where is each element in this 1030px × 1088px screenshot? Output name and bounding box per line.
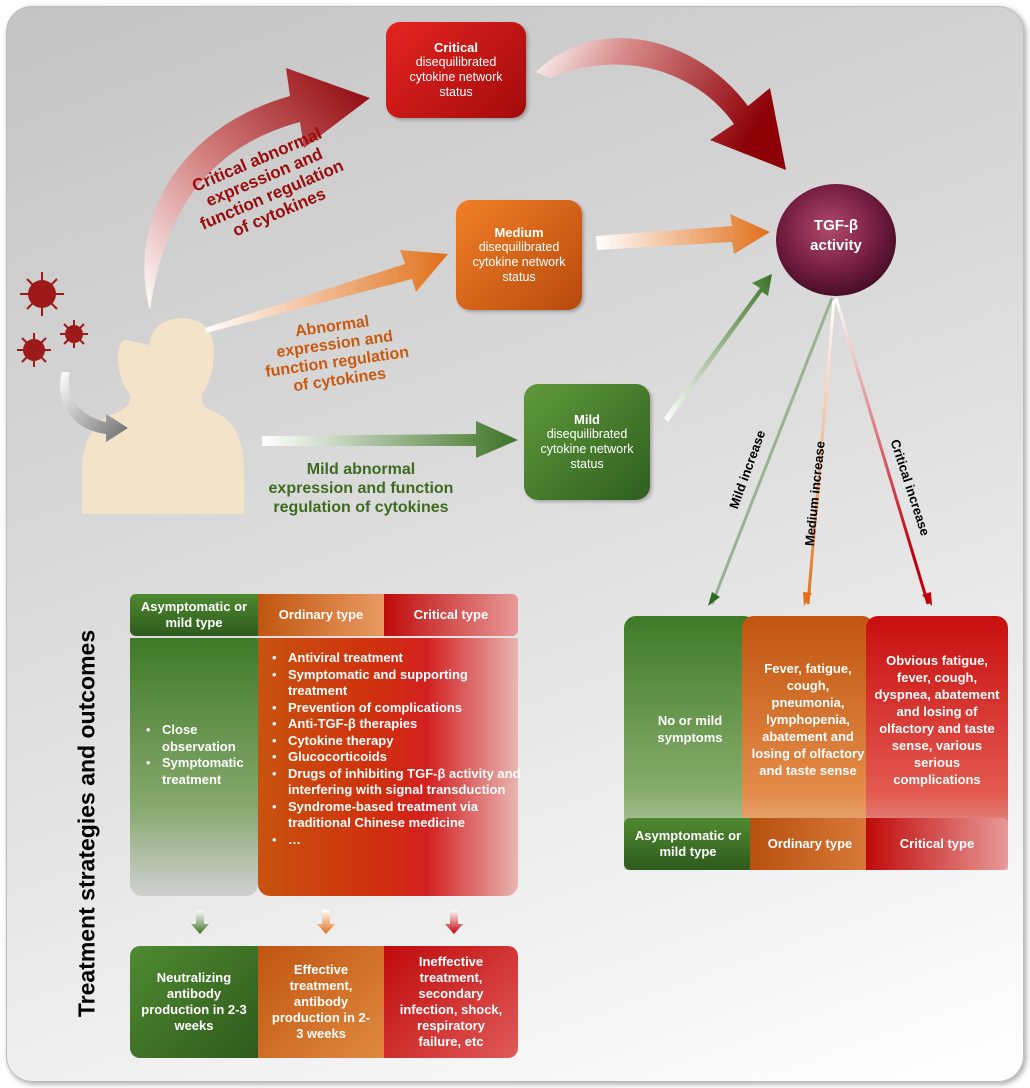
infection-arrow — [60, 372, 128, 442]
mild-status-text: disequilibrated cytokine network status — [540, 427, 634, 471]
medium-to-tgf-arrow — [596, 214, 770, 254]
treatment-item: Antiviral treatment — [272, 650, 524, 667]
treatment-item: Prevention of complications — [272, 700, 524, 717]
person-silhouette — [82, 318, 244, 514]
mild-down-arrow — [191, 910, 209, 934]
treatment-header-mild: Asymptomatic or mild type — [130, 594, 258, 636]
medium-status-box: Medium disequilibrated cytokine network … — [456, 200, 582, 310]
mild-symptom-text: No or mild symptoms — [657, 713, 723, 745]
treatment-item: Drugs of inhibiting TGF-β activity and i… — [272, 766, 524, 799]
critical-outcome-box: Ineffective treatment, secondary infecti… — [384, 946, 518, 1058]
ordinary-critical-treatment-panel: Antiviral treatment Symptomatic and supp… — [258, 638, 521, 896]
treatment-item: Glucocorticoids — [272, 749, 524, 766]
ordinary-down-arrow — [317, 910, 335, 934]
critical-status-text: disequilibrated cytokine network status — [409, 55, 503, 99]
treatment-header-critical: Critical type — [384, 594, 518, 636]
mild-status-title: Mild — [574, 412, 600, 427]
treatment-item: Syndrome-based treatment via traditional… — [272, 799, 524, 832]
critical-to-tgf-arrow — [536, 38, 786, 170]
virus-icon — [17, 272, 88, 367]
critical-symptom-text: Obvious fatigue, fever, cough, dyspnea, … — [874, 653, 1000, 787]
mild-status-box: Mild disequilibrated cytokine network st… — [524, 384, 650, 500]
mild-treatment-item: Close observation — [146, 722, 272, 755]
medium-status-title: Medium — [494, 225, 544, 240]
critical-status-box: Critical disequilibrated cytokine networ… — [386, 22, 526, 118]
medium-symptom-type: Ordinary type — [750, 818, 870, 870]
medium-status-text: disequilibrated cytokine network status — [472, 240, 566, 284]
treatment-item: Cytokine therapy — [272, 733, 524, 750]
increase-lines — [710, 297, 930, 605]
mild-symptom-type: Asymptomatic or mild type — [624, 818, 752, 870]
treatment-item: … — [272, 832, 524, 849]
mild-outcome-box: Neutralizing antibody production in 2-3 … — [130, 946, 258, 1058]
mild-treatment-panel: Close observation Symptomatic treatment — [130, 638, 258, 896]
critical-symptom-type: Critical type — [866, 818, 1008, 870]
treatment-list: Antiviral treatment Symptomatic and supp… — [268, 650, 524, 848]
mild-arrow — [262, 421, 518, 458]
abnormal-arrow — [205, 250, 448, 333]
medium-symptom-text: Fever, fatigue, cough, pneumonia, lympho… — [751, 661, 865, 778]
tgf-ellipse — [776, 184, 896, 296]
mild-treatment-list: Close observation Symptomatic treatment — [142, 722, 272, 788]
mild-treatment-item: Symptomatic treatment — [146, 755, 272, 788]
ordinary-outcome-box: Effective treatment, antibody production… — [258, 946, 384, 1058]
treatment-header-ordinary: Ordinary type — [258, 594, 384, 636]
treatment-side-title: Treatment strategies and outcomes — [73, 629, 100, 1018]
treatment-item: Anti-TGF-β therapies — [272, 716, 524, 733]
critical-status-title: Critical — [433, 40, 479, 55]
critical-down-arrow — [445, 910, 463, 934]
critical-curve-arrow — [144, 68, 370, 310]
mild-to-tgf-arrow — [664, 274, 772, 422]
mild-arrow-label: Mild abnormal expression and function re… — [268, 461, 454, 516]
treatment-item: Symptomatic and supporting treatment — [272, 667, 524, 700]
tgf-label: TGF-β activity — [810, 217, 862, 254]
